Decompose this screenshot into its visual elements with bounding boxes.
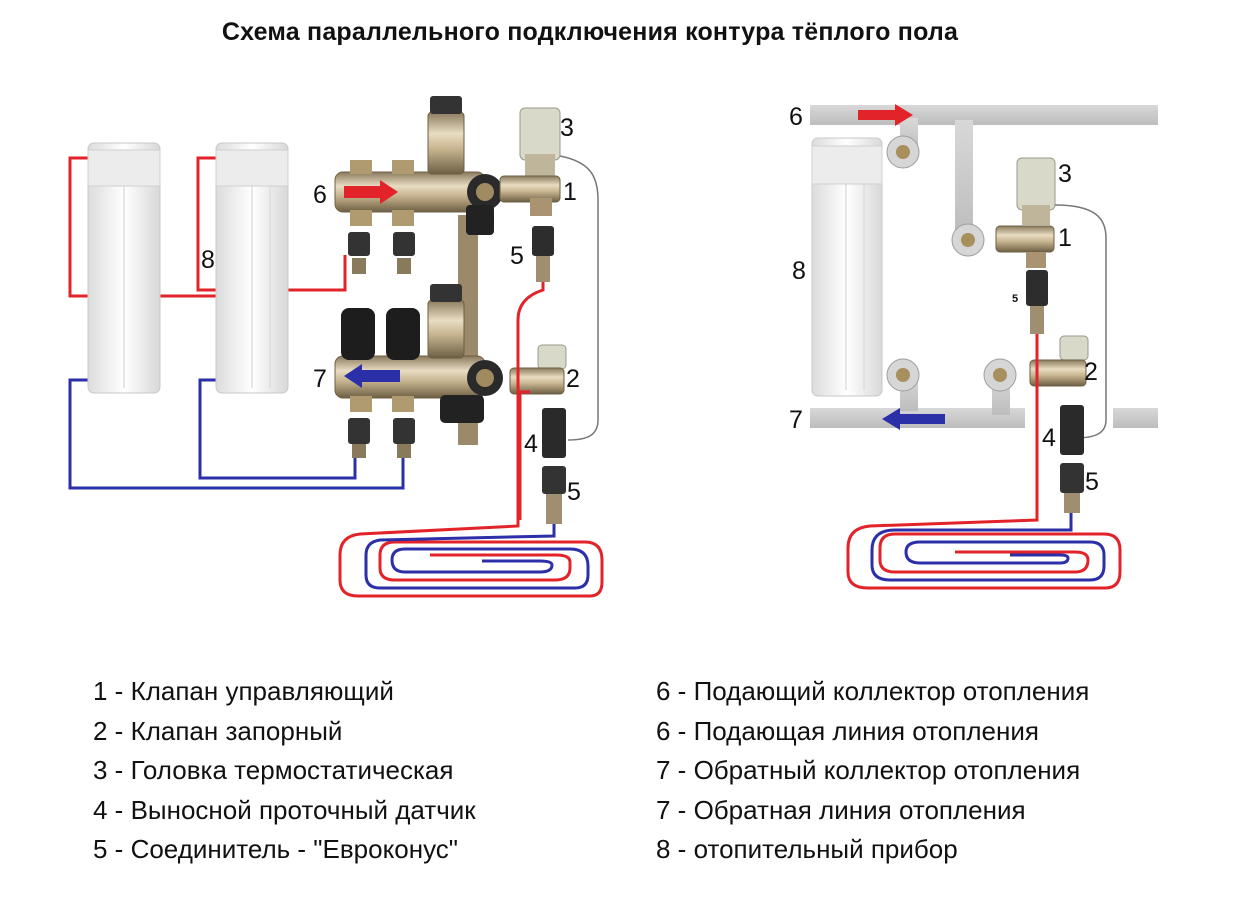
callout-8-right: 8	[792, 257, 806, 285]
scheme-drawing: 3 1 5 6 8 7 2 4 5	[68, 96, 1158, 598]
legend-item: 4 - Выносной проточный датчик	[93, 794, 476, 825]
callout-1-right: 1	[1058, 224, 1072, 252]
control-valve-right	[995, 157, 1056, 334]
page-title: Схема параллельного подключения контура …	[221, 18, 959, 46]
manifold-connectors	[348, 232, 415, 458]
floor-supply-line-right	[846, 334, 1122, 590]
legend-left: 1 - Клапан управляющий 2 - Клапан запорн…	[93, 672, 476, 870]
radiator-return-line	[68, 378, 405, 490]
callout-5a-left: 5	[510, 242, 524, 270]
return-arrow-icon-right	[882, 408, 945, 430]
legend-item: 3 - Головка термостатическая	[93, 755, 454, 785]
supply-manifold	[334, 96, 503, 235]
floor-supply-line-left	[338, 282, 604, 598]
supply-arrow-icon	[344, 180, 398, 204]
return-arrow-icon	[344, 364, 400, 388]
callout-6-right: 6	[789, 103, 803, 131]
callout-3-left: 3	[560, 114, 574, 142]
legend-item: 1 - Клапан управляющий	[93, 676, 394, 706]
shutoff-valve-left	[509, 344, 567, 524]
legend-item: 7 - Обратный коллектор отопления	[656, 755, 1081, 785]
callout-2-left: 2	[566, 365, 580, 393]
callout-6-left: 6	[313, 181, 327, 209]
legend-item: 6 - Подающая линия отопления	[656, 715, 1039, 746]
callout-7-right: 7	[789, 406, 803, 434]
supply-arrow-icon-right	[858, 104, 913, 126]
callout-5b-right: 5	[1085, 468, 1099, 496]
callout-8-left: 8	[201, 246, 215, 274]
supply-drop-pipe	[955, 120, 973, 238]
radiator-left-2	[215, 142, 289, 394]
legend-item: 2 - Клапан запорный	[93, 715, 343, 746]
sensor-capillary-right	[1054, 204, 1107, 439]
legend-right: 6 - Подающий коллектор отопления 6 - Под…	[656, 672, 1089, 870]
left-scheme: 3 1 5 6 8 7 2 4 5	[68, 96, 604, 598]
legend-item: 7 - Обратная линия отопления	[656, 794, 1026, 825]
callout-5a-right: 5	[1012, 293, 1018, 305]
legend-item: 5 - Соединитель - "Евроконус"	[93, 834, 459, 864]
radiator-left-1	[87, 142, 161, 394]
return-main-pipe-2	[1113, 408, 1158, 428]
legend-item: 6 - Подающий коллектор отопления	[656, 676, 1090, 706]
callout-2-right: 2	[1084, 358, 1098, 386]
callout-5b-left: 5	[567, 478, 581, 506]
sensor-capillary-left	[559, 155, 599, 441]
floor-return-line-right	[870, 513, 1106, 582]
return-manifold	[334, 284, 503, 423]
return-riser-left	[518, 390, 530, 520]
callout-3-right: 3	[1058, 160, 1072, 188]
callout-4-left: 4	[524, 430, 538, 458]
callout-1-left: 1	[563, 178, 577, 206]
callout-7-left: 7	[313, 365, 327, 393]
right-scheme: 6 3 1 8 5 2 7 4 5	[789, 103, 1158, 590]
radiator-right	[811, 137, 883, 397]
callout-4-right: 4	[1042, 424, 1056, 452]
shutoff-valve-right	[1029, 335, 1089, 513]
control-valve-left	[499, 107, 561, 282]
legend-item: 8 - отопительный прибор	[656, 834, 958, 864]
floor-return-line-left	[364, 524, 590, 590]
